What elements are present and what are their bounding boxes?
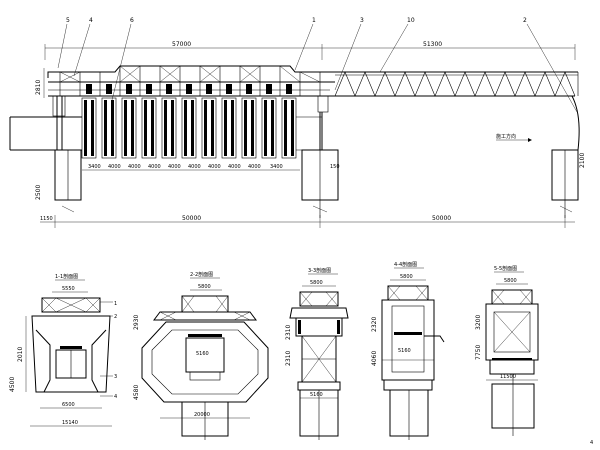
section-2-left-h: 4580 <box>133 385 140 400</box>
callout-1: 1 <box>312 17 316 24</box>
section-4-title: 4-4剖面图 <box>394 261 417 268</box>
section-5-left-h: 7750 <box>475 345 482 360</box>
seg-10: 3400 <box>270 164 283 170</box>
section-1-title: 1-1剖面图 <box>55 273 78 280</box>
callout-group: 5 4 6 1 3 10 2 <box>57 17 578 113</box>
callout-4: 4 <box>89 17 93 24</box>
section-2-mid: 5160 <box>196 351 209 357</box>
construction-direction: 施工方向 <box>496 133 532 142</box>
callout-3: 3 <box>360 17 364 24</box>
section-1-callout-3: 3 <box>114 374 117 380</box>
dim-bottom-left: 50000 <box>182 215 201 222</box>
launching-nose-truss <box>334 71 579 97</box>
direction-label: 施工方向 <box>496 133 516 140</box>
existing-girder <box>9 112 322 151</box>
section-2-left: 2930 <box>133 315 140 330</box>
dim-bottom-right: 50000 <box>432 215 451 222</box>
dim-right-span: 51300 <box>423 41 442 48</box>
section-1-callout-4: 4 <box>114 394 117 400</box>
front-leg <box>571 95 580 151</box>
section-3-bottom: 5160 <box>310 392 323 398</box>
section-4-left-a: 2320 <box>371 317 378 332</box>
dim-edge-left: 1150 <box>40 216 53 222</box>
callout-10: 10 <box>407 17 415 24</box>
section-1-1: 1-1剖面图 5550 2010 4500 1 2 3 4 6500 <box>9 273 117 427</box>
callout-6: 6 <box>130 17 134 24</box>
seg-3: 4000 <box>128 164 141 170</box>
seg-4: 4000 <box>148 164 161 170</box>
section-5-title: 5-5剖面图 <box>494 265 517 272</box>
section-3-left-a: 2310 <box>285 325 292 340</box>
callout-5: 5 <box>66 17 70 24</box>
seg-5: 4000 <box>168 164 181 170</box>
dim-left-height: 2810 <box>35 80 42 95</box>
section-1-bottom: 6500 <box>62 402 75 408</box>
section-3-3: 3-3剖面图 5800 2310 2310 5160 <box>285 267 349 440</box>
section-1-h1: 2010 <box>17 347 24 362</box>
section-1-callout-2: 2 <box>114 314 117 320</box>
bottom-dimension-line: 1150 50000 50000 <box>40 215 575 228</box>
section-2-2: 2-2剖面图 5800 5160 2930 4580 20000 <box>133 271 269 440</box>
section-2-bottom: 20000 <box>194 412 210 418</box>
left-height-dim: 2810 <box>35 68 45 98</box>
elevation-view: 5 4 6 1 3 10 2 57000 51300 281 <box>9 17 586 228</box>
top-dimension-line: 57000 51300 <box>44 41 576 60</box>
section-5-5: 5-5剖面图 5800 3200 7750 11500 <box>475 265 539 436</box>
callout-2: 2 <box>523 17 527 24</box>
section-1-base: 15140 <box>62 420 78 426</box>
section-3-title: 3-3剖面图 <box>308 267 331 274</box>
seg-8: 4000 <box>228 164 241 170</box>
section-4-top: 5800 <box>400 274 413 280</box>
formwork-blocks <box>81 97 297 159</box>
dim-left-span: 57000 <box>172 41 191 48</box>
page-mark: 4 <box>590 440 593 446</box>
support-legs <box>52 95 329 150</box>
seg-2: 4000 <box>108 164 121 170</box>
section-3-top: 5800 <box>310 280 323 286</box>
section-4-4: 4-4剖面图 5800 5160 2320 4060 <box>371 261 445 440</box>
seg-9: 4000 <box>248 164 261 170</box>
section-3-left-b: 2310 <box>285 351 292 366</box>
segment-dims: 3400 4000 4000 4000 4000 4000 4000 4000 … <box>35 153 586 200</box>
section-1-top: 5550 <box>62 286 75 292</box>
section-4-mid: 5160 <box>398 348 411 354</box>
dim-gap-small: 150 <box>330 164 340 170</box>
section-4-left-b: 4060 <box>371 351 378 366</box>
section-5-top: 5800 <box>504 278 517 284</box>
main-girder-truss <box>47 65 335 97</box>
piers <box>54 149 579 218</box>
dim-pier-left-h: 2500 <box>35 185 42 200</box>
section-2-top: 5800 <box>198 284 211 290</box>
section-5-left-h2: 3200 <box>475 315 482 330</box>
section-1-callout-1: 1 <box>114 301 117 307</box>
section-5-bottom: 11500 <box>500 374 516 380</box>
dim-pier-right-h: 2100 <box>579 153 586 168</box>
seg-1: 3400 <box>88 164 101 170</box>
seg-7: 4000 <box>208 164 221 170</box>
section-2-title: 2-2剖面图 <box>190 271 213 278</box>
seg-6: 4000 <box>188 164 201 170</box>
section-1-h2: 4500 <box>9 377 16 392</box>
